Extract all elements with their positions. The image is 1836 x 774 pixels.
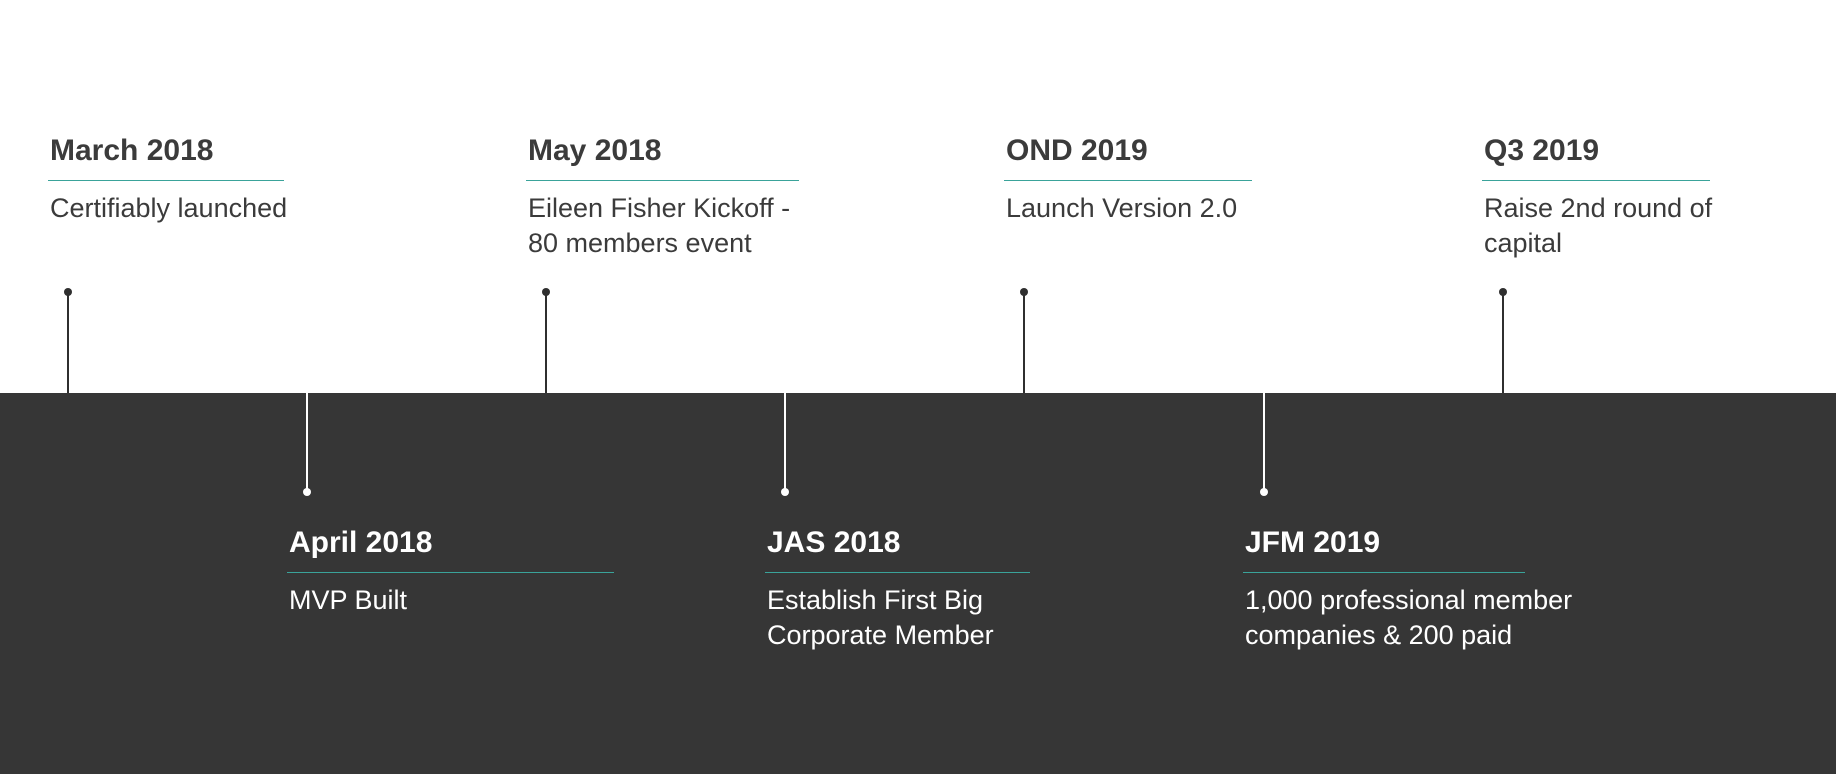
milestone-description: Launch Version 2.0 <box>1006 193 1238 223</box>
timeline-stem-q3-2019 <box>1502 291 1504 393</box>
milestone-april-2018: April 2018 MVP Built <box>287 525 614 618</box>
milestone-description: Establish First Big Corporate Member <box>767 585 994 650</box>
timeline-stem-jas-2018 <box>784 393 786 492</box>
milestone-description: Certifiably launched <box>50 193 288 223</box>
milestone-divider <box>765 572 1030 573</box>
milestone-may-2018: May 2018 Eileen Fisher Kickoff - 80 memb… <box>526 133 818 261</box>
milestone-description: 1,000 professional member companies & 20… <box>1245 585 1573 650</box>
timeline-stem-march-2018 <box>67 291 69 393</box>
milestone-date: OND 2019 <box>1006 134 1148 167</box>
milestone-march-2018: March 2018 Certifiably launched <box>48 133 350 226</box>
timeline-stem-may-2018 <box>545 291 547 393</box>
milestone-date: JFM 2019 <box>1245 526 1381 559</box>
milestone-date: March 2018 <box>50 134 214 167</box>
milestone-divider <box>287 572 614 573</box>
milestone-jfm-2019: JFM 2019 1,000 professional member compa… <box>1243 525 1575 653</box>
milestone-divider <box>526 180 799 181</box>
timeline-stem-april-2018 <box>306 393 308 492</box>
timeline-dot-jas-2018 <box>781 488 789 496</box>
milestone-date: JAS 2018 <box>767 526 901 559</box>
milestone-description: Raise 2nd round of capital <box>1484 193 1713 258</box>
milestone-divider <box>1243 572 1525 573</box>
timeline-dot-jfm-2019 <box>1260 488 1268 496</box>
timeline-dot-march-2018 <box>64 288 72 296</box>
milestone-date: Q3 2019 <box>1484 134 1600 167</box>
timeline-stem-jfm-2019 <box>1263 393 1265 492</box>
timeline-dot-april-2018 <box>303 488 311 496</box>
milestone-divider <box>48 180 284 181</box>
milestone-description: Eileen Fisher Kickoff - 80 members event <box>528 193 791 258</box>
milestone-jas-2018: JAS 2018 Establish First Big Corporate M… <box>765 525 1037 653</box>
timeline-dot-may-2018 <box>542 288 550 296</box>
timeline-dot-ond-2019 <box>1020 288 1028 296</box>
milestone-ond-2019: OND 2019 Launch Version 2.0 <box>1004 133 1306 226</box>
timeline-stem-ond-2019 <box>1023 291 1025 393</box>
milestone-divider <box>1482 180 1710 181</box>
timeline-dot-q3-2019 <box>1499 288 1507 296</box>
milestone-q3-2019: Q3 2019 Raise 2nd round of capital <box>1482 133 1764 261</box>
milestone-date: May 2018 <box>528 134 662 167</box>
milestone-description: MVP Built <box>289 585 408 615</box>
milestone-date: April 2018 <box>289 526 433 559</box>
milestone-divider <box>1004 180 1252 181</box>
